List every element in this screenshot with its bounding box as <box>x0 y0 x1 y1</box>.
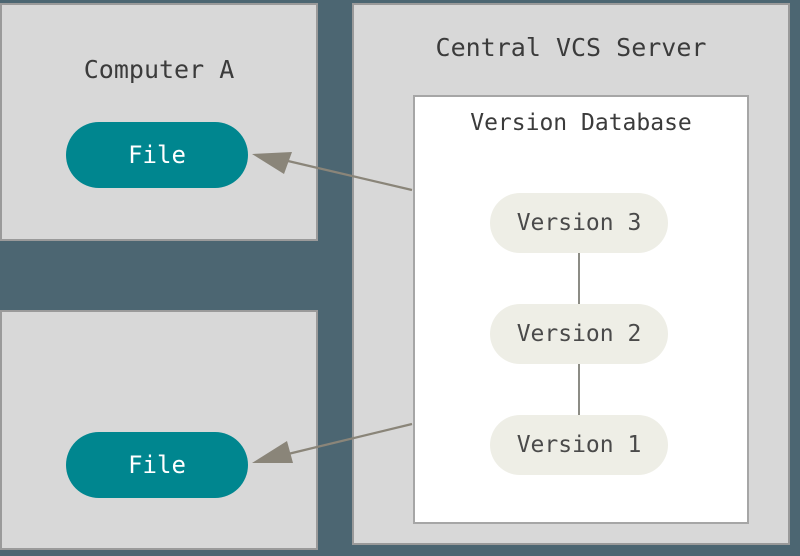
computer-b-file-label: File <box>128 451 186 479</box>
connector-version3-version2 <box>578 253 580 304</box>
computer-a-file-node[interactable]: File <box>66 122 248 188</box>
computer-b-panel: Computer B <box>0 310 318 550</box>
computer-b-file-node[interactable]: File <box>66 432 248 498</box>
version-1-node[interactable]: Version 1 <box>490 415 668 475</box>
version-database-label: Version Database <box>470 110 692 136</box>
computer-a-label: Computer A <box>83 55 235 84</box>
computer-a-panel: Computer A <box>0 3 318 241</box>
version-2-label: Version 2 <box>516 321 642 347</box>
computer-a-file-label: File <box>128 141 186 169</box>
version-3-label: Version 3 <box>516 210 642 236</box>
version-1-label: Version 1 <box>516 432 642 458</box>
version-3-node[interactable]: Version 3 <box>490 193 668 253</box>
version-2-node[interactable]: Version 2 <box>490 304 668 364</box>
central-server-label: Central VCS Server <box>435 33 707 62</box>
connector-version2-version1 <box>578 364 580 415</box>
